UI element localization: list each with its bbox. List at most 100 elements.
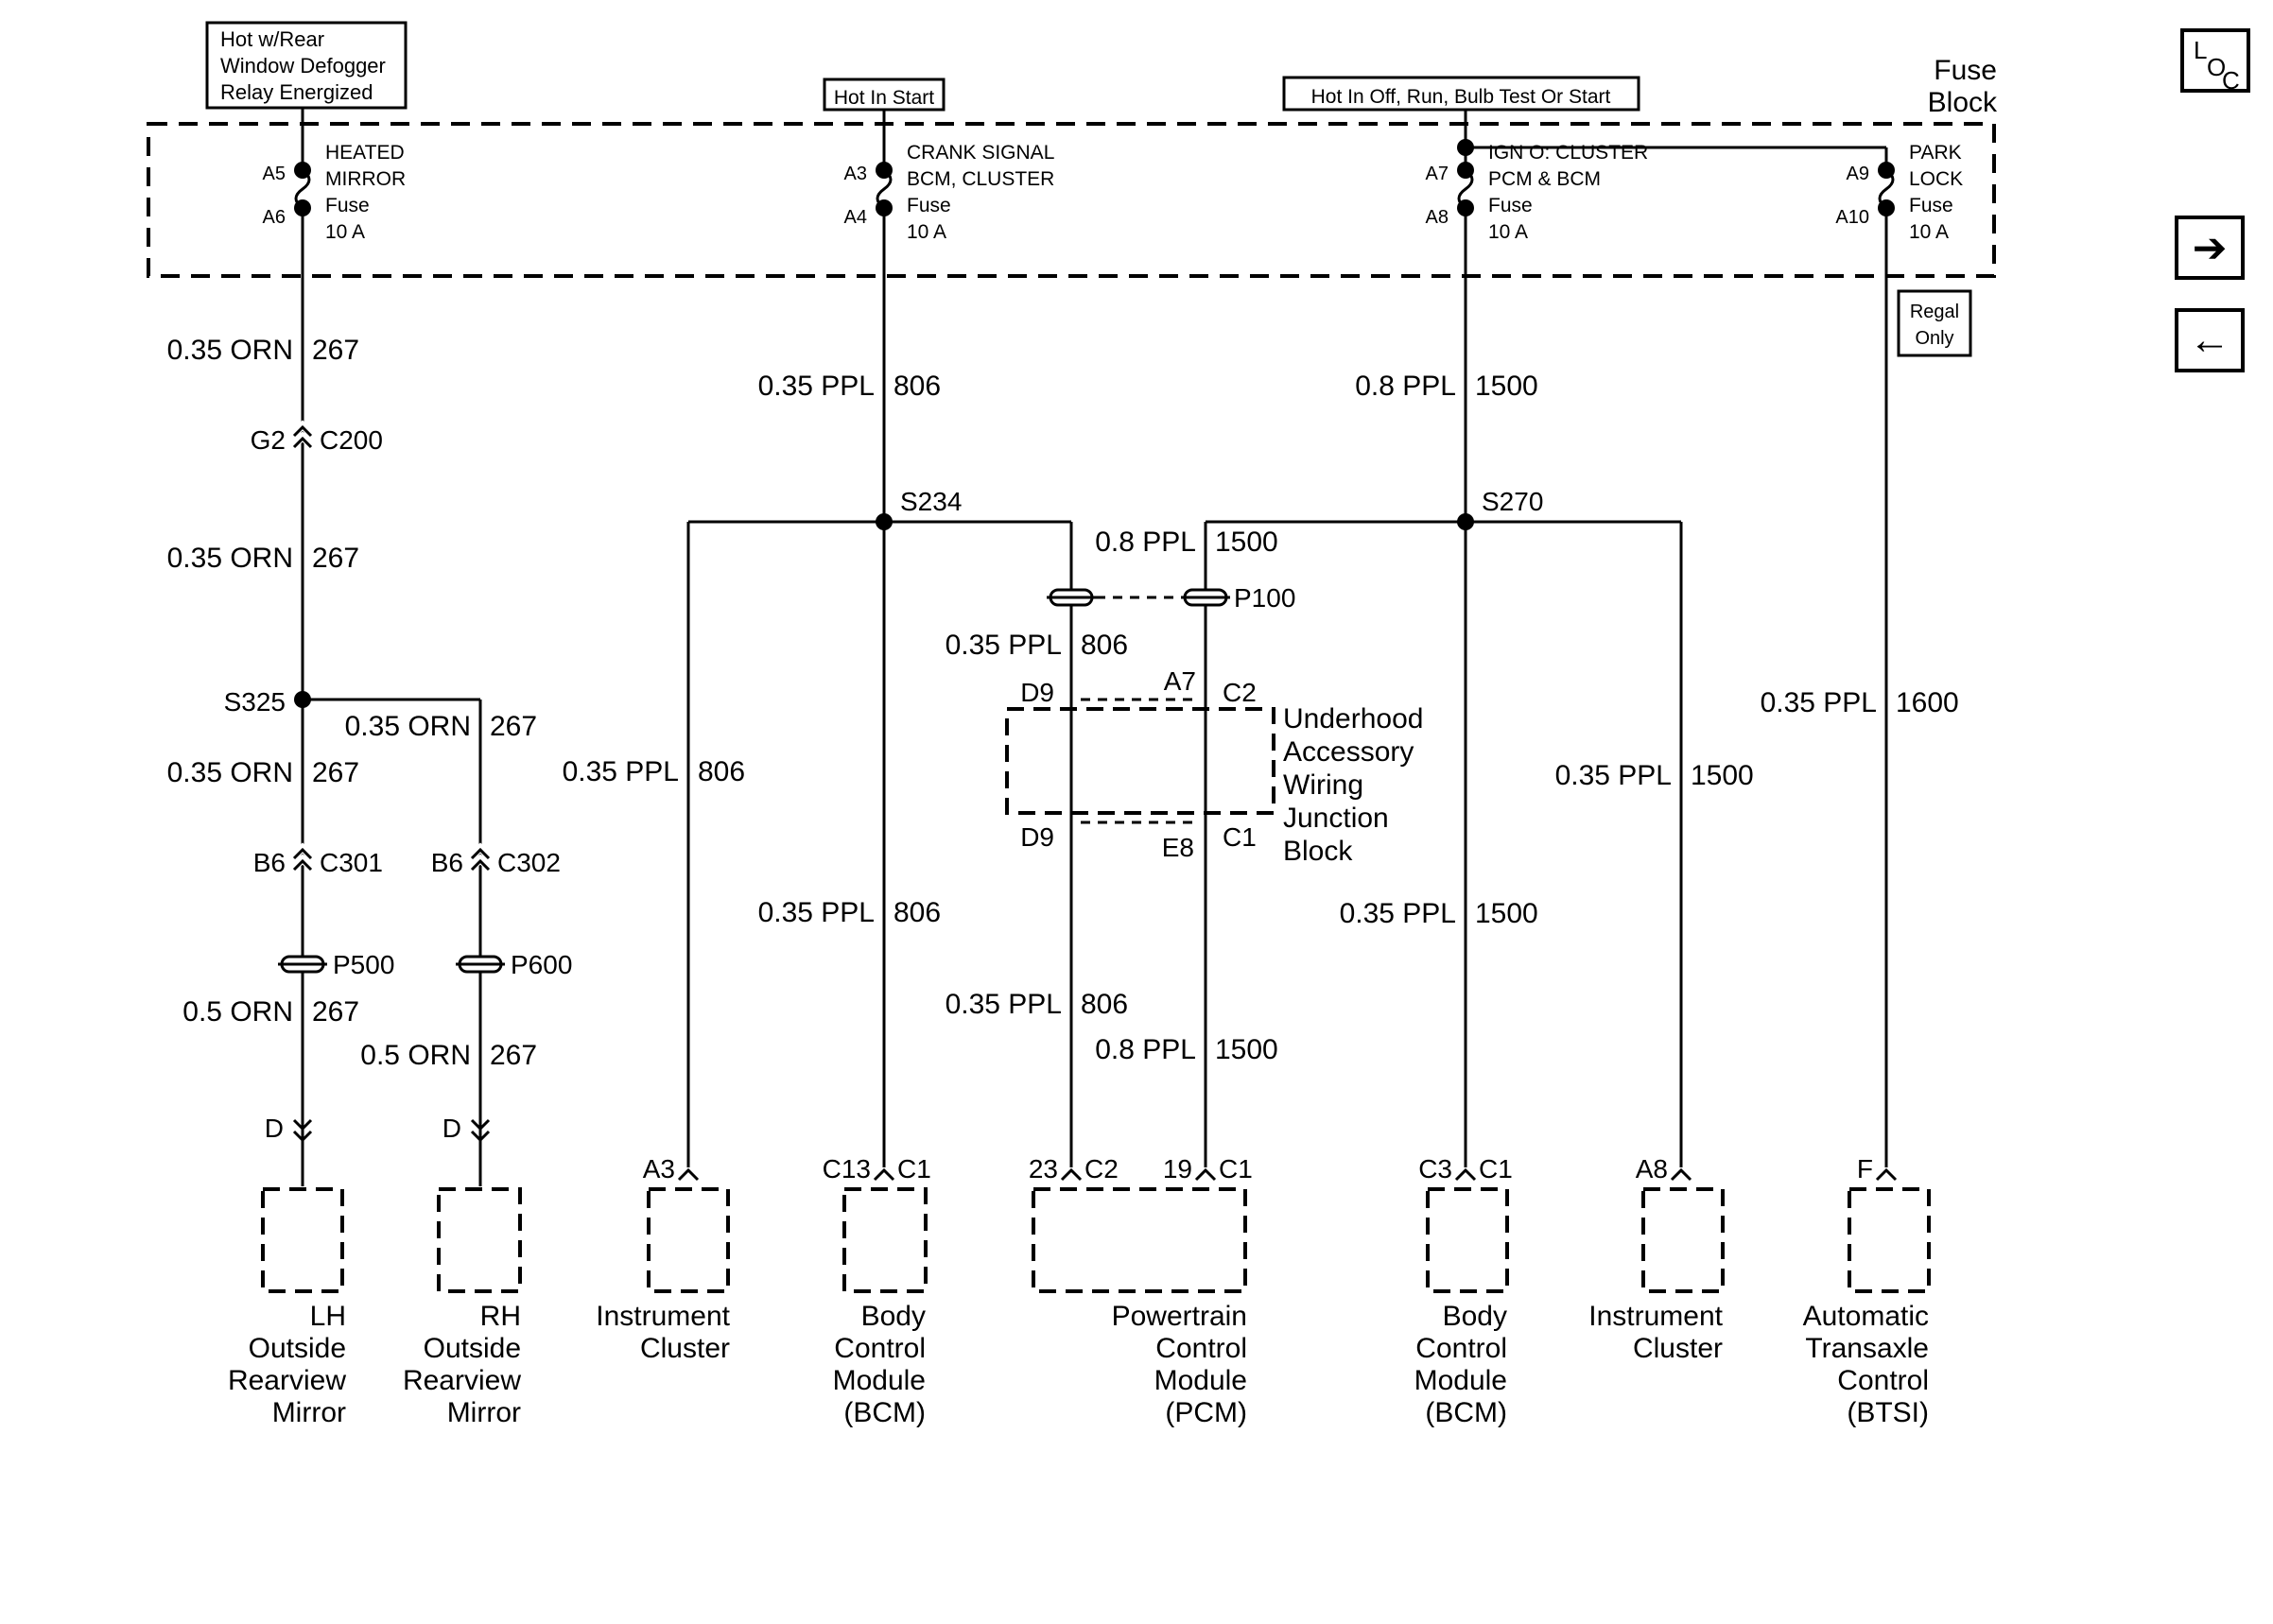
- fuse-pin-label: A4: [844, 207, 867, 228]
- component-connector: [677, 1167, 700, 1182]
- component-connector: [1875, 1167, 1898, 1182]
- component-label: (BTSI): [1847, 1397, 1929, 1428]
- fuse-label: PARK: [1909, 142, 1962, 164]
- junction-pin-label: D9: [1020, 822, 1054, 852]
- wire-circuit-label: 1600: [1896, 687, 1959, 718]
- component-label: Outside: [424, 1333, 521, 1364]
- wire-circuit-label: 806: [1081, 630, 1128, 661]
- wire-gauge-label: 0.8 PPL: [1095, 527, 1196, 558]
- wire-gauge-label: 0.35 ORN: [167, 335, 293, 366]
- wire-gauge-label: 0.35 ORN: [167, 543, 293, 574]
- component-connector: [873, 1167, 895, 1182]
- component-label: Rearview: [228, 1365, 346, 1396]
- previous-page-button[interactable]: ←: [2175, 308, 2245, 372]
- component-label: Control: [1837, 1365, 1929, 1396]
- power-label-defogger-box: [205, 21, 408, 110]
- wire-gauge-label: 0.35 PPL: [1761, 687, 1877, 718]
- fuse-label: 10 A: [1909, 221, 1949, 243]
- splice-label: S325: [224, 687, 286, 717]
- fuse-pin-label: A8: [1426, 207, 1449, 228]
- fuse-pin-label: A5: [263, 164, 286, 184]
- junction-block-name: Underhood: [1283, 703, 1423, 734]
- fuse-bus-node: [1457, 139, 1474, 156]
- component-pin-label: D: [265, 1114, 284, 1143]
- power-label-defogger: Hot w/Rear: [220, 27, 324, 51]
- connector-name-label: C200: [320, 425, 383, 455]
- fuse-label: PCM & BCM: [1488, 168, 1601, 190]
- locator-button[interactable]: L O C: [2180, 28, 2250, 93]
- component-box: [1032, 1187, 1247, 1293]
- connector-c302: [470, 847, 491, 872]
- fuse-label: Fuse: [325, 195, 370, 216]
- junction-block-name: Wiring: [1283, 769, 1363, 801]
- component-label: Rearview: [403, 1365, 521, 1396]
- component-label: (BCM): [1425, 1397, 1507, 1428]
- component-box: [842, 1187, 928, 1293]
- component-pin-label: 19: [1163, 1154, 1192, 1183]
- component-label: Module: [1154, 1365, 1247, 1396]
- component-label: Control: [1415, 1333, 1507, 1364]
- wire-circuit-label: 267: [312, 335, 359, 366]
- wire-gauge-label: 0.35 PPL: [1340, 898, 1456, 929]
- component-label: Powertrain: [1112, 1301, 1247, 1332]
- component-pin-label: D: [442, 1114, 461, 1143]
- power-label-ign: Hot In Off, Run, Bulb Test Or Start: [1311, 86, 1611, 108]
- component-pin-label: 23: [1029, 1154, 1058, 1183]
- junction-block-outline: [1005, 707, 1275, 815]
- component-connector: [1670, 1167, 1692, 1182]
- component-label: Module: [1414, 1365, 1507, 1396]
- fuse-terminal: [876, 162, 893, 179]
- component-label: Automatic: [1803, 1301, 1929, 1332]
- connector-name-label: C302: [497, 848, 561, 877]
- wire-circuit-label: 1500: [1475, 898, 1538, 929]
- fuse-pin-label: A10: [1835, 207, 1869, 228]
- regal-only-box: [1897, 289, 1972, 357]
- component-label: Cluster: [1633, 1333, 1723, 1364]
- fuse-label: Fuse: [1909, 195, 1953, 216]
- wire-gauge-label: 0.35 PPL: [946, 989, 1062, 1020]
- component-conn-label: C1: [897, 1154, 931, 1183]
- wire-circuit-label: 806: [698, 756, 745, 787]
- regal-only-label: Only: [1915, 328, 1953, 349]
- power-label-defogger: Window Defogger: [220, 54, 386, 78]
- wire-gauge-label: 0.35 PPL: [758, 897, 875, 928]
- wire-gauge-label: 0.5 ORN: [182, 996, 293, 1028]
- fuse-label: LOCK: [1909, 168, 1963, 190]
- fuse-label: MIRROR: [325, 168, 406, 190]
- component-connector: [1060, 1167, 1083, 1182]
- regal-only-label: Regal: [1910, 302, 1959, 322]
- wire-circuit-label: 267: [312, 757, 359, 788]
- component-label: Instrument: [596, 1301, 730, 1332]
- fuse-pin-label: A3: [844, 164, 867, 184]
- component-box: [1426, 1187, 1509, 1293]
- fuse-block-title: Fuse: [1934, 55, 1997, 86]
- component-pin-label: C13: [823, 1154, 871, 1183]
- fuse-terminal: [294, 162, 311, 179]
- fuse-pin-label: A7: [1426, 164, 1449, 184]
- connector-c200: [292, 424, 313, 449]
- junction-block-name: Block: [1283, 836, 1353, 867]
- next-page-button[interactable]: ➔: [2175, 216, 2245, 280]
- wire-gauge-label: 0.35 ORN: [345, 711, 471, 742]
- component-box: [437, 1187, 522, 1293]
- component-label: Control: [834, 1333, 926, 1364]
- wire-circuit-label: 267: [490, 711, 537, 742]
- fuse-terminal: [1457, 162, 1474, 179]
- component-label: Body: [861, 1301, 926, 1332]
- power-label-ign-box: [1282, 76, 1640, 112]
- component-label: Mirror: [447, 1397, 521, 1428]
- wire-circuit-label: 806: [894, 897, 941, 928]
- junction-pin-label: D9: [1020, 678, 1054, 707]
- component-label: (PCM): [1165, 1397, 1247, 1428]
- fuse-label: 10 A: [1488, 221, 1528, 243]
- component-label: Outside: [249, 1333, 346, 1364]
- wire-gauge-label: 0.35 PPL: [563, 756, 679, 787]
- junction-pin-label: C1: [1223, 822, 1257, 852]
- power-label-start: Hot In Start: [834, 87, 934, 109]
- component-pin-label: F: [1857, 1154, 1873, 1183]
- fuse-label: 10 A: [325, 221, 365, 243]
- component-box: [1848, 1187, 1931, 1293]
- fuse-label: Fuse: [907, 195, 951, 216]
- wire-gauge-label: 0.35 PPL: [758, 371, 875, 402]
- connector-pin-label: B6: [253, 848, 286, 877]
